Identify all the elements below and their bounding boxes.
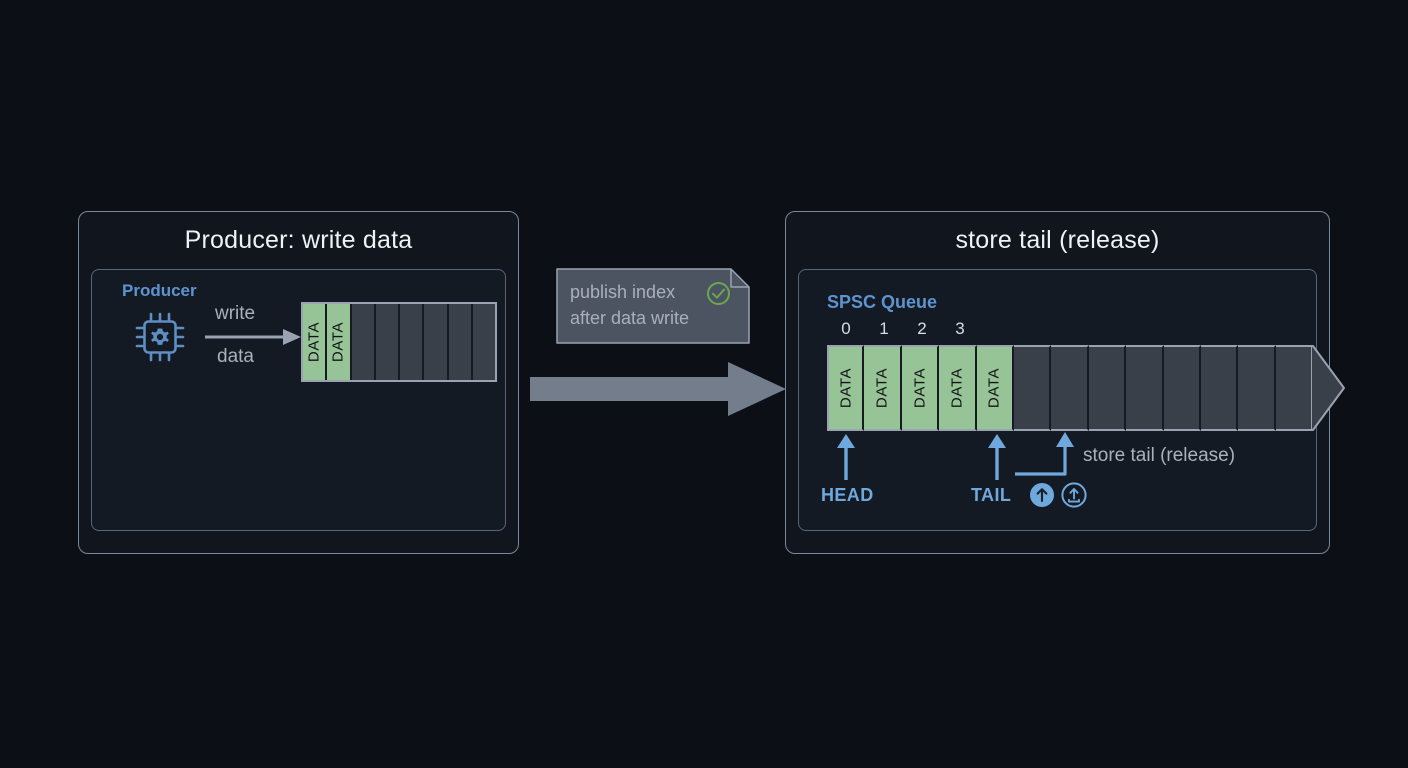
queue-cell xyxy=(1275,345,1314,431)
queue-cell xyxy=(1126,345,1164,431)
store-tail-inner-panel: SPSC Queue 0 1 2 3 DATA DATA DATA DATA D… xyxy=(798,269,1345,531)
tail-arrow-up-icon xyxy=(988,434,1006,480)
store-tail-panel: store tail (release) SPSC Queue 0 1 2 3 … xyxy=(785,211,1345,554)
elbow-arrow-up-icon xyxy=(1015,432,1074,476)
queue-cell: DATA xyxy=(976,345,1014,431)
queue-index-label: 1 xyxy=(879,319,889,338)
queue-index-row: 0 1 2 3 xyxy=(827,319,979,341)
tail-label: TAIL xyxy=(971,485,1012,505)
write-label: write xyxy=(215,303,256,324)
queue-cell: DATA xyxy=(939,345,977,431)
queue-cell xyxy=(1088,345,1127,431)
producer-mini-queue: DATA DATA xyxy=(301,302,497,382)
queue-cell xyxy=(375,304,400,380)
store-tail-panel-title: store tail (release) xyxy=(955,226,1160,254)
queue-cell: DATA xyxy=(864,345,902,431)
head-arrow-up-icon xyxy=(837,434,855,480)
queue-cell xyxy=(448,304,473,380)
queue-cell xyxy=(1238,345,1276,431)
queue-index-label: 3 xyxy=(955,319,965,338)
data-label: data xyxy=(217,346,254,367)
spsc-queue-cells: DATA DATA DATA DATA DATA xyxy=(827,345,1314,431)
producer-panel: Producer: write data Producer xyxy=(78,211,519,554)
producer-inner-panel: Producer xyxy=(91,269,506,531)
queue-cell xyxy=(472,304,495,380)
queue-cell: DATA xyxy=(901,345,940,431)
note-line-2: after data write xyxy=(570,308,690,328)
queue-cell xyxy=(1163,345,1201,431)
check-circle-icon xyxy=(707,282,730,305)
spsc-queue: DATA DATA DATA DATA DATA xyxy=(827,345,1345,431)
queue-cell xyxy=(1013,345,1052,431)
queue-cell xyxy=(1200,345,1239,431)
queue-index-label: 2 xyxy=(917,319,927,338)
arrow-right-icon xyxy=(205,329,301,345)
queue-cell: DATA xyxy=(303,304,328,380)
upload-circle-icon xyxy=(1061,482,1087,508)
producer-panel-title: Producer: write data xyxy=(184,226,413,254)
spsc-queue-label: SPSC Queue xyxy=(827,292,938,312)
note-line-1: publish index xyxy=(570,282,676,302)
queue-cell: DATA xyxy=(327,304,352,380)
queue-cell xyxy=(400,304,425,380)
queue-cell: DATA xyxy=(827,345,865,431)
note-card-shape xyxy=(556,268,750,344)
producer-label: Producer xyxy=(122,281,197,300)
queue-index-label: 0 xyxy=(841,319,851,338)
queue-cell xyxy=(1051,345,1089,431)
cpu-chip-icon xyxy=(135,312,185,362)
queue-cell xyxy=(424,304,449,380)
thick-arrow-right-icon xyxy=(530,362,786,416)
queue-cell xyxy=(351,304,376,380)
queue-arrow-head-icon xyxy=(1311,345,1345,431)
publish-index-note: publish index after data write xyxy=(556,268,750,344)
head-label: HEAD xyxy=(821,485,874,505)
store-tail-annotation-label: store tail (release) xyxy=(1083,445,1236,466)
arrow-up-circle-filled-icon xyxy=(1030,483,1054,507)
